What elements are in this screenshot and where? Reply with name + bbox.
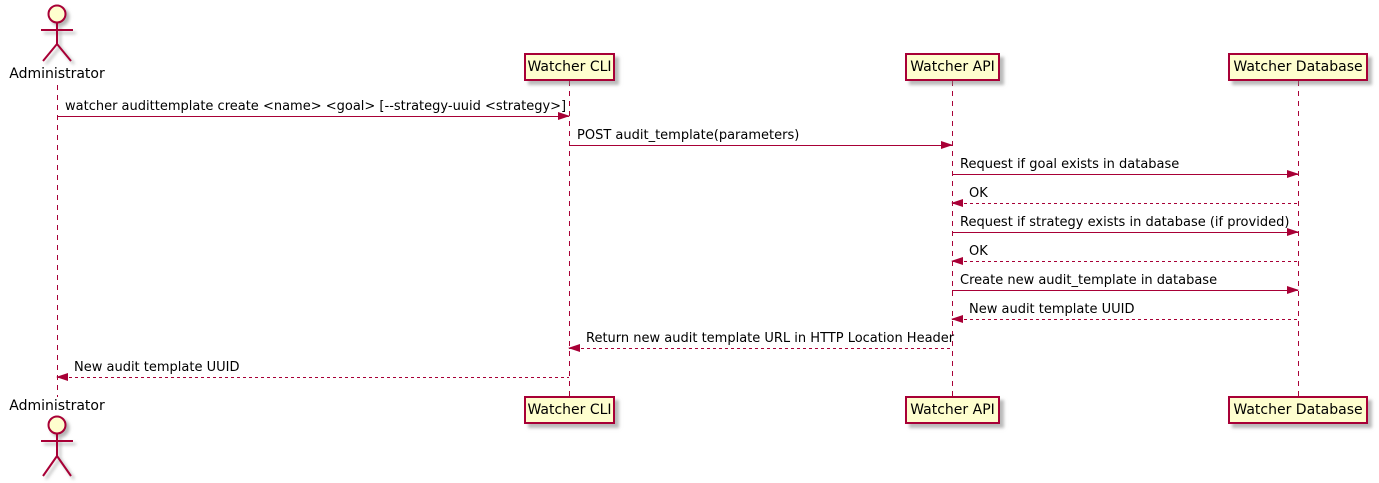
participant-watcher-api-top: Watcher API xyxy=(905,53,1000,81)
arrowhead-icon xyxy=(56,373,68,381)
arrowhead-icon xyxy=(558,112,570,120)
message-label: Return new audit template URL in HTTP Lo… xyxy=(586,331,955,346)
message-return-url-location-header: Return new audit template URL in HTTP Lo… xyxy=(568,331,955,352)
message-request-goal-exists: Request if goal exists in database xyxy=(952,157,1299,178)
message-line xyxy=(952,228,1299,236)
message-label: watcher audittemplate create <name> <goa… xyxy=(65,99,567,114)
message-create-in-database: Create new audit_template in database xyxy=(952,273,1299,294)
message-create-audittemplate: watcher audittemplate create <name> <goa… xyxy=(57,99,570,120)
message-line xyxy=(952,170,1299,178)
actor-label-top: Administrator xyxy=(9,66,105,82)
message-request-strategy-exists: Request if strategy exists in database (… xyxy=(952,215,1299,236)
actor-figure-icon xyxy=(41,4,73,62)
message-label: OK xyxy=(969,186,988,201)
message-post-audit-template: POST audit_template(parameters) xyxy=(569,128,953,149)
lifeline-watcher-database xyxy=(1298,81,1299,396)
participant-watcher-api-bottom: Watcher API xyxy=(905,396,1000,424)
lifeline-watcher-api xyxy=(952,81,953,396)
message-label: POST audit_template(parameters) xyxy=(577,128,800,143)
message-new-uuid-to-admin: New audit template UUID xyxy=(56,360,569,381)
arrowhead-icon xyxy=(1287,228,1299,236)
actor-figure-icon xyxy=(41,415,73,477)
message-ok-goal: OK xyxy=(951,186,1298,207)
message-line xyxy=(568,344,952,352)
message-line xyxy=(56,373,569,381)
participant-watcher-cli-bottom: Watcher CLI xyxy=(524,396,615,424)
message-new-uuid-from-db: New audit template UUID xyxy=(951,302,1298,323)
message-line xyxy=(951,315,1298,323)
lifeline-watcher-cli xyxy=(569,81,570,396)
message-label: New audit template UUID xyxy=(969,302,1135,317)
participant-watcher-cli-top: Watcher CLI xyxy=(524,53,615,81)
actor-label-bottom: Administrator xyxy=(9,398,105,414)
arrowhead-icon xyxy=(951,315,963,323)
message-label: New audit template UUID xyxy=(74,360,240,375)
arrowhead-icon xyxy=(568,344,580,352)
arrowhead-icon xyxy=(941,141,953,149)
message-line xyxy=(569,141,953,149)
participant-watcher-database-top: Watcher Database xyxy=(1228,53,1368,81)
message-label: Request if goal exists in database xyxy=(960,157,1180,172)
arrowhead-icon xyxy=(1287,286,1299,294)
arrowhead-icon xyxy=(951,257,963,265)
message-line xyxy=(57,112,570,120)
message-line xyxy=(952,286,1299,294)
lifeline-administrator xyxy=(57,85,58,397)
message-label: OK xyxy=(969,244,988,259)
message-line xyxy=(951,257,1298,265)
message-label: Create new audit_template in database xyxy=(960,273,1218,288)
arrowhead-icon xyxy=(1287,170,1299,178)
message-label: Request if strategy exists in database (… xyxy=(960,215,1290,230)
message-ok-strategy: OK xyxy=(951,244,1298,265)
participant-watcher-database-bottom: Watcher Database xyxy=(1228,396,1368,424)
message-line xyxy=(951,199,1298,207)
arrowhead-icon xyxy=(951,199,963,207)
